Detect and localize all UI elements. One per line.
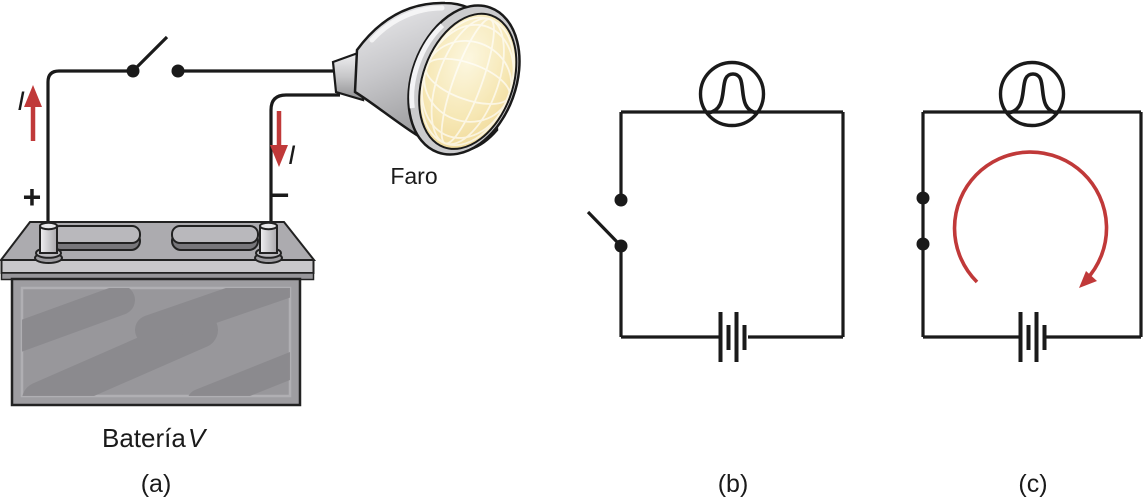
- battery-body-texture: [22, 288, 290, 396]
- current-label-left: I: [17, 86, 25, 116]
- battery-handle-right: [171, 225, 259, 251]
- lamp-circle: [698, 60, 766, 128]
- switch-contact-dot: [614, 239, 628, 253]
- panel-b: (b): [586, 60, 845, 498]
- headlight-illustration: [331, 1, 521, 156]
- battery-illustration: [0, 221, 317, 407]
- current-arrow-up: [24, 85, 42, 141]
- headlight-label: Faro: [390, 163, 437, 189]
- switch-lever: [131, 35, 169, 73]
- headlight-lens-group: [407, 4, 521, 156]
- lamp-filament: [1007, 72, 1058, 115]
- battery-post-positive: [34, 221, 63, 264]
- battery-label: BateríaV: [102, 423, 208, 453]
- switch-contact-dot: [916, 191, 930, 205]
- battery-voltage-symbol: V: [188, 423, 208, 453]
- lens-grid: [420, 16, 515, 147]
- panel-a-caption: (a): [141, 470, 172, 498]
- panel-c: (c): [916, 60, 1143, 498]
- open-switch-symbol: [586, 193, 628, 253]
- lamp-filament: [707, 72, 758, 115]
- open-switch: [126, 35, 185, 78]
- battery-post-negative: [254, 221, 283, 264]
- current-label-right: I: [288, 140, 296, 170]
- battery-cell-symbol: [1018, 312, 1047, 362]
- switch-contact-dot: [614, 193, 628, 207]
- lamp-symbol: [998, 60, 1066, 128]
- rim-highlight: [409, 23, 445, 109]
- closed-switch-symbol: [916, 191, 930, 251]
- wire-right: [269, 93, 340, 232]
- switch-contact-dot: [126, 64, 140, 78]
- switch-contact-dot: [916, 237, 930, 251]
- battery-cell-symbol: [718, 312, 747, 362]
- panel-a: I I + −: [0, 1, 521, 498]
- switch-contact-dot: [171, 64, 185, 78]
- wire-left: [46, 69, 133, 232]
- cone-highlight: [369, 5, 445, 43]
- panel-c-caption: (c): [1018, 470, 1047, 498]
- plus-terminal-label: +: [23, 179, 42, 215]
- battery-handle-left: [51, 225, 141, 251]
- lamp-symbol: [698, 60, 766, 128]
- panel-b-caption: (b): [718, 470, 749, 498]
- minus-terminal-label: −: [271, 177, 290, 213]
- current-loop-arrow: [952, 150, 1109, 288]
- current-arrow-down: [270, 111, 288, 167]
- switch-lever: [586, 210, 623, 248]
- lamp-circle: [998, 60, 1066, 128]
- current-loop-arrowhead: [1079, 271, 1097, 288]
